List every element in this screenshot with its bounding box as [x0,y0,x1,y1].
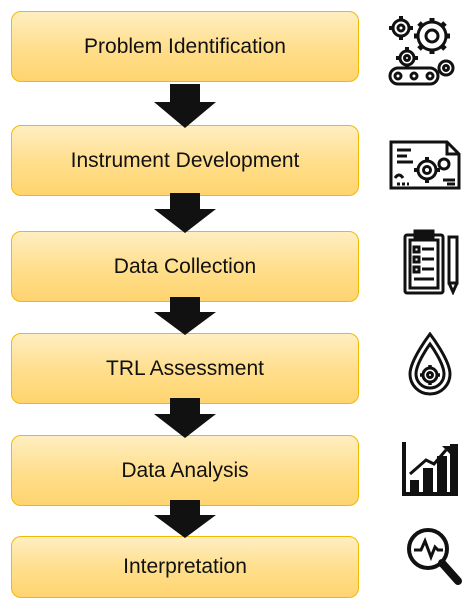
step-label: Data Analysis [121,458,249,482]
bar-chart-growth-icon [402,440,460,496]
step-data-analysis: Data Analysis [11,435,359,506]
down-arrow-icon [154,398,216,438]
step-trl-assessment: TRL Assessment [11,333,359,404]
step-label: Instrument Development [70,148,300,172]
step-interpretation: Interpretation [11,536,359,598]
blueprint-gear-icon [389,140,461,190]
step-problem-identification: Problem Identification [11,11,359,82]
step-instrument-development: Instrument Development [11,125,359,196]
down-arrow-icon [154,193,216,233]
down-arrow-icon [154,297,216,335]
step-label: Problem Identification [84,34,286,58]
step-label: Data Collection [113,254,257,278]
gears-icon [387,10,459,86]
drop-gear-icon [407,332,453,398]
step-label: Interpretation [123,555,247,578]
magnifier-pulse-icon [406,527,463,589]
down-arrow-icon [154,84,216,128]
down-arrow-icon [154,500,216,538]
step-data-collection: Data Collection [11,231,359,302]
clipboard-pencil-icon [403,229,461,295]
step-label: TRL Assessment [106,356,264,380]
